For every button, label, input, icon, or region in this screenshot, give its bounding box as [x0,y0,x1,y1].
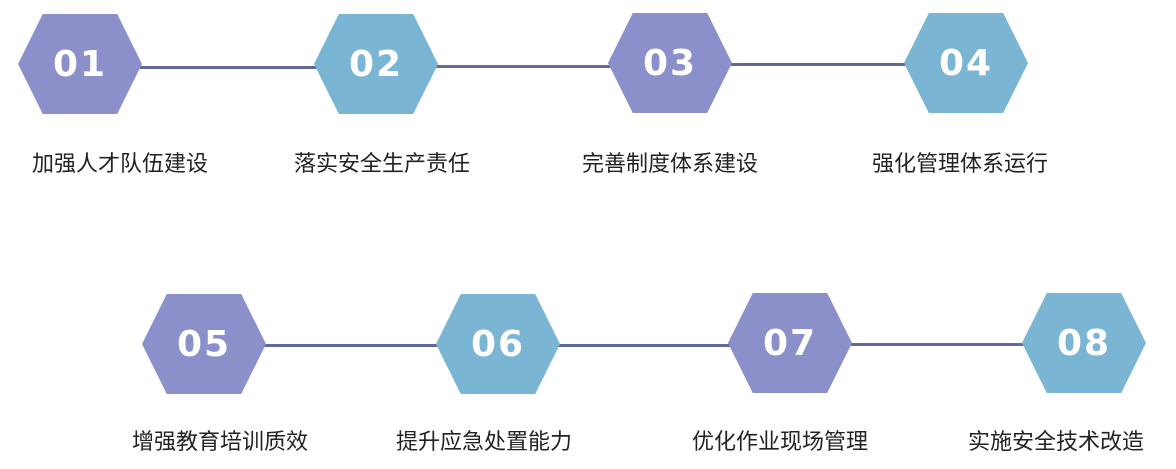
step-02-hexagon: 02 [314,14,438,114]
step-05-hexagon: 05 [142,294,266,394]
step-03-hexagon: 03 [608,13,732,113]
step-07-label: 优化作业现场管理 [691,430,868,455]
step-02-label: 落实安全生产责任 [293,152,470,177]
step-08-label: 实施安全技术改造 [967,430,1144,455]
step-05-label: 增强教育培训质效 [131,430,308,455]
step-07-hexagon: 07 [728,293,852,393]
connector-01-02 [140,66,324,69]
connector-02-03 [432,65,618,68]
step-04-label: 强化管理体系运行 [871,152,1048,177]
step-01-label: 加强人才队伍建设 [31,152,208,177]
step-06-hexagon: 06 [436,294,560,394]
step-04-hexagon: 04 [904,13,1028,113]
step-03-label: 完善制度体系建设 [581,152,758,177]
step-06-label: 提升应急处置能力 [395,430,572,455]
step-08-hexagon: 08 [1022,293,1146,393]
connector-06-07 [554,344,738,347]
connector-03-04 [726,63,914,66]
step-01-hexagon: 01 [18,14,142,114]
connector-07-08 [846,343,1032,346]
connector-05-06 [262,344,446,347]
